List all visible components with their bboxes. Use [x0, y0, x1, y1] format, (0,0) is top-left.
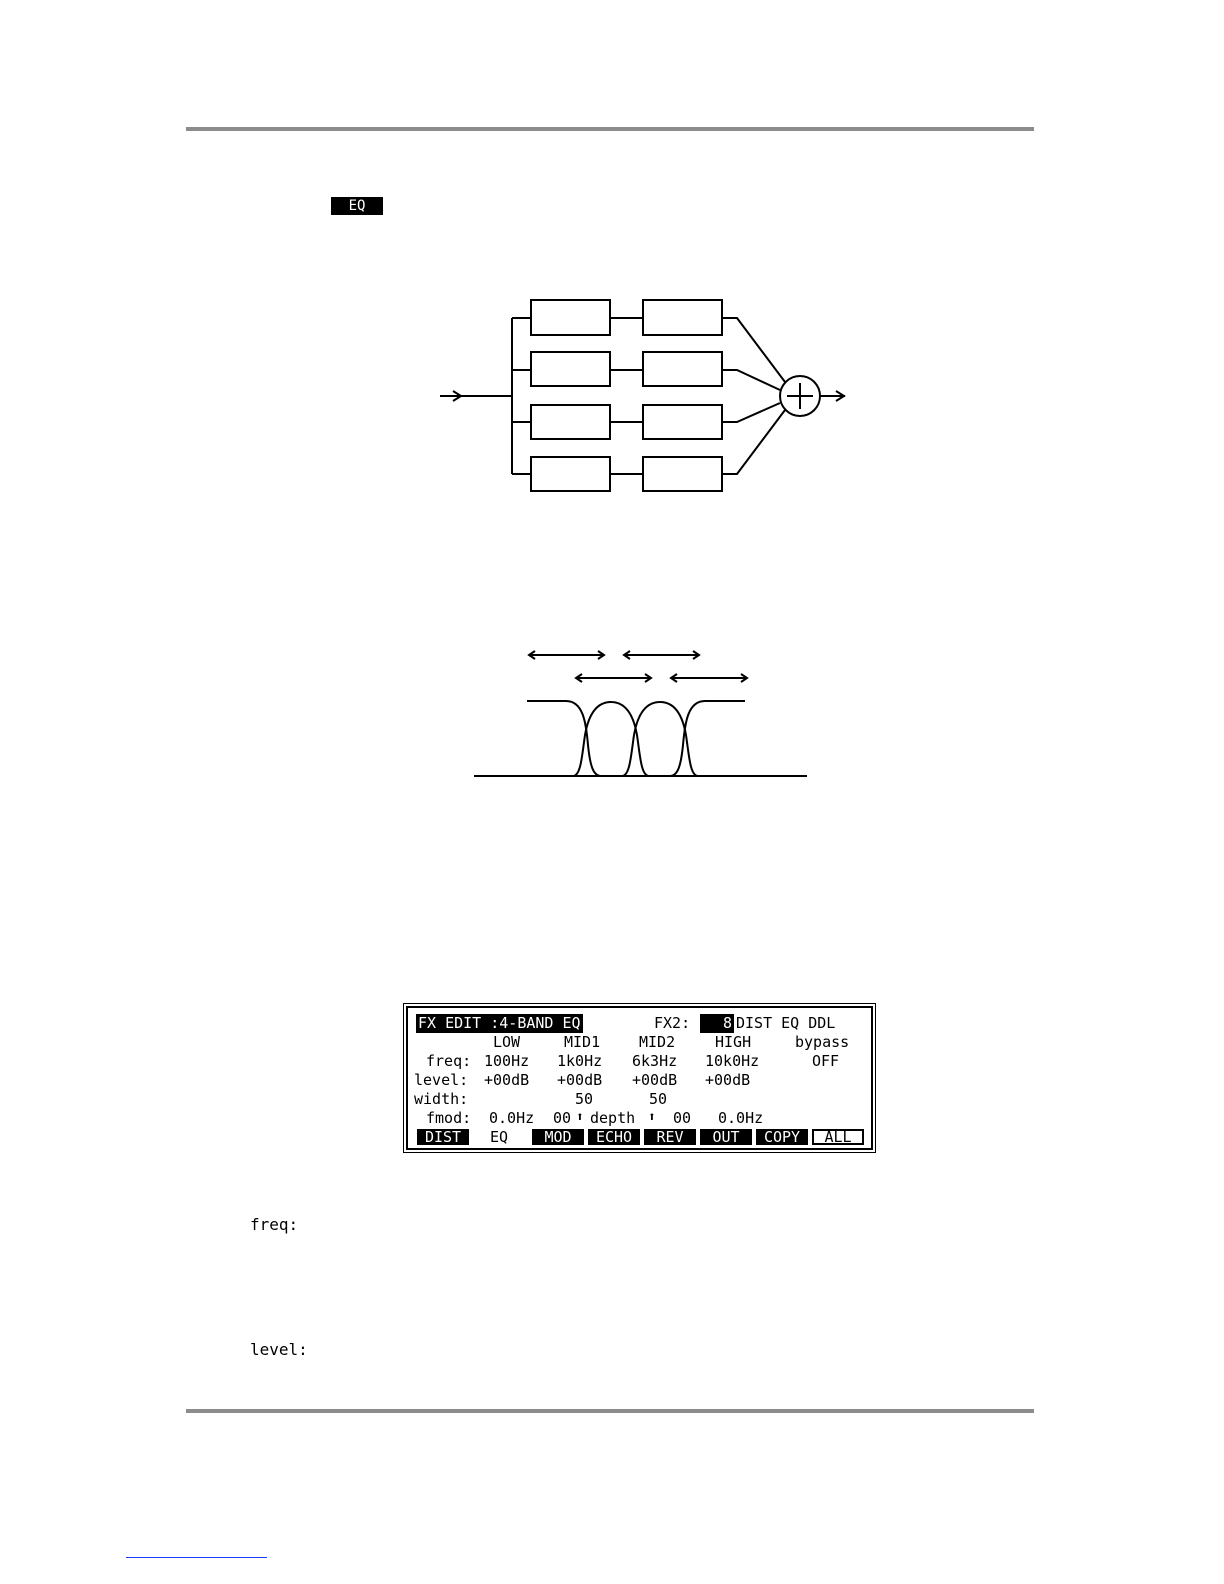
header-rule: [186, 127, 1034, 131]
fmod-label: fmod:: [426, 1109, 472, 1127]
up-arrow-icon: ⬆: [576, 1110, 584, 1125]
fx-chain: DIST EQ DDL: [736, 1014, 836, 1032]
bypass-value[interactable]: OFF: [812, 1052, 840, 1070]
input-arrow: [452, 390, 463, 402]
softkey-all[interactable]: ALL: [812, 1129, 864, 1145]
col-bypass: bypass: [795, 1033, 850, 1051]
level-high[interactable]: +00dB: [705, 1071, 751, 1089]
freq-mid2[interactable]: 6k3Hz: [632, 1052, 678, 1070]
output-arrow: [835, 390, 846, 402]
eq-section-tag: EQ: [331, 197, 383, 215]
softkey-out[interactable]: OUT: [700, 1129, 752, 1145]
col-high: HIGH: [715, 1033, 752, 1051]
softkey-copy[interactable]: COPY: [756, 1129, 808, 1145]
softkey-dist[interactable]: DIST: [417, 1129, 469, 1145]
param-level-label: level:: [250, 1340, 308, 1359]
lcd-title: FX EDIT :4-BAND EQ: [416, 1014, 583, 1033]
eq-block-diagram: [440, 299, 846, 492]
footer-link-underline: [126, 1557, 267, 1558]
eq-response-diagram: [474, 650, 807, 777]
footer-rule: [186, 1409, 1034, 1413]
freq-low[interactable]: 100Hz: [484, 1052, 530, 1070]
col-mid2: MID2: [639, 1033, 676, 1051]
softkey-eq[interactable]: EQ: [473, 1129, 525, 1145]
param-freq-label: freq:: [250, 1215, 299, 1234]
lcd-screen: FX EDIT :4-BAND EQ FX2: 8 DIST EQ DDL LO…: [403, 1003, 876, 1153]
fx-label: FX2:: [654, 1014, 691, 1032]
fx-number-field[interactable]: 8: [700, 1014, 734, 1033]
level-low[interactable]: +00dB: [484, 1071, 530, 1089]
level-mid2[interactable]: +00dB: [632, 1071, 678, 1089]
width-label: width:: [414, 1090, 469, 1108]
softkey-echo[interactable]: ECHO: [588, 1129, 640, 1145]
up-arrow-icon: ⬆: [648, 1110, 656, 1125]
width-mid2[interactable]: 50: [649, 1090, 668, 1108]
depth-label: depth: [590, 1109, 636, 1127]
softkey-mod[interactable]: MOD: [532, 1129, 584, 1145]
col-low: LOW: [493, 1033, 521, 1051]
fmod-mid1-depth[interactable]: 00: [553, 1109, 572, 1127]
level-label: level:: [414, 1071, 469, 1089]
freq-label: freq:: [426, 1052, 472, 1070]
fmod-low[interactable]: 0.0Hz: [489, 1109, 535, 1127]
freq-high[interactable]: 10k0Hz: [705, 1052, 760, 1070]
col-mid1: MID1: [564, 1033, 601, 1051]
freq-mid1[interactable]: 1k0Hz: [557, 1052, 603, 1070]
fmod-mid2-depth[interactable]: 00: [673, 1109, 692, 1127]
softkey-rev[interactable]: REV: [644, 1129, 696, 1145]
level-mid1[interactable]: +00dB: [557, 1071, 603, 1089]
width-mid1[interactable]: 50: [575, 1090, 594, 1108]
fmod-high[interactable]: 0.0Hz: [718, 1109, 764, 1127]
